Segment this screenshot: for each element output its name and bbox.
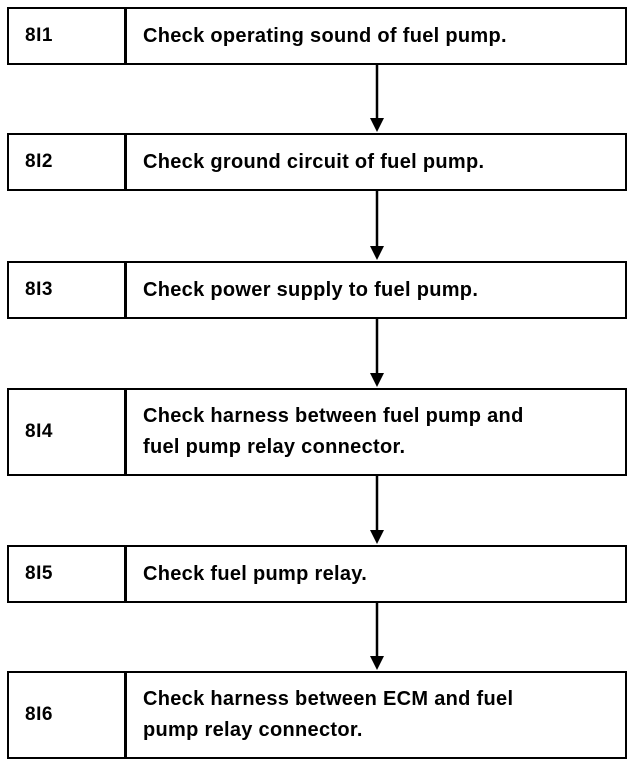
step-description: Check power supply to fuel pump. — [127, 263, 625, 317]
arrow-2-to-3 — [370, 191, 384, 260]
flow-step-5: 8I5 Check fuel pump relay. — [7, 545, 627, 603]
arrow-1-to-2 — [370, 65, 384, 132]
step-text-line: Check harness between fuel pump and — [143, 405, 524, 427]
step-code: 8I5 — [9, 547, 127, 601]
step-text-line: Check fuel pump relay. — [143, 562, 368, 585]
step-code: 8I6 — [9, 673, 127, 757]
flow-step-3: 8I3 Check power supply to fuel pump. — [7, 261, 627, 319]
step-code: 8I1 — [9, 9, 127, 63]
step-description: Check harness between fuel pump and fuel… — [127, 390, 625, 474]
step-text-line: Check harness between ECM and fuel — [143, 688, 514, 710]
arrow-4-to-5 — [370, 476, 384, 544]
arrow-3-to-4 — [370, 319, 384, 387]
step-text-line: fuel pump relay connector. — [143, 436, 406, 458]
flow-step-1: 8I1 Check operating sound of fuel pump. — [7, 7, 627, 65]
flow-step-2: 8I2 Check ground circuit of fuel pump. — [7, 133, 627, 191]
step-description: Check fuel pump relay. — [127, 547, 625, 601]
flow-step-4: 8I4 Check harness between fuel pump and … — [7, 388, 627, 476]
arrow-5-to-6 — [370, 603, 384, 670]
step-description: Check operating sound of fuel pump. — [127, 9, 625, 63]
step-code: 8I2 — [9, 135, 127, 189]
step-text-line: Check ground circuit of fuel pump. — [143, 150, 485, 173]
step-code: 8I3 — [9, 263, 127, 317]
step-text-line: pump relay connector. — [143, 719, 363, 741]
step-text-line: Check operating sound of fuel pump. — [143, 24, 507, 47]
step-description: Check harness between ECM and fuel pump … — [127, 673, 625, 757]
flow-step-6: 8I6 Check harness between ECM and fuel p… — [7, 671, 627, 759]
step-text-line: Check power supply to fuel pump. — [143, 278, 479, 301]
step-description: Check ground circuit of fuel pump. — [127, 135, 625, 189]
step-code: 8I4 — [9, 390, 127, 474]
